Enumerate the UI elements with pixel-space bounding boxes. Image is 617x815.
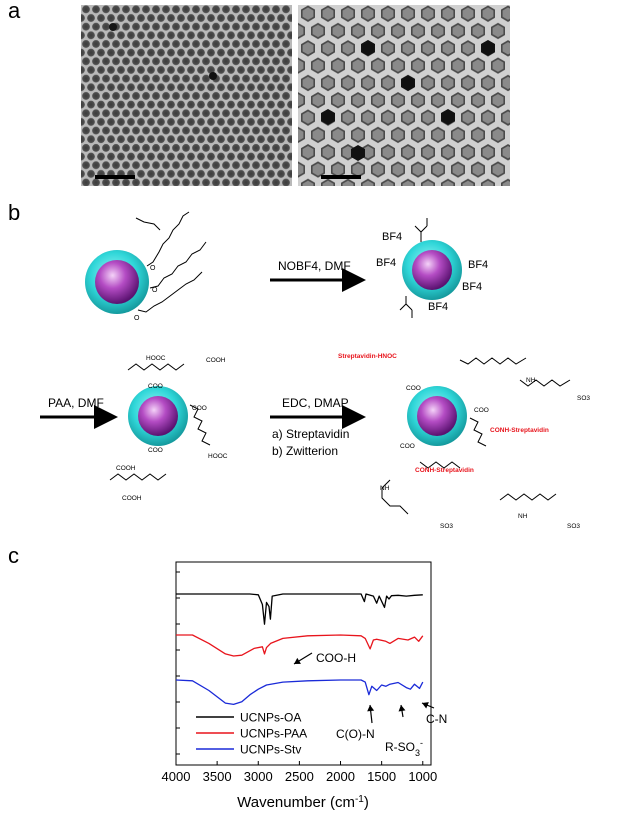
- label-nh-top: NH: [526, 377, 536, 384]
- annotation-label: C-N: [426, 712, 447, 726]
- scale-bar-left: [95, 175, 135, 179]
- tem-image-right: [298, 5, 510, 186]
- arrow2-label: PAA, DMF: [48, 396, 104, 410]
- series-line-2: [176, 634, 424, 657]
- x-tick-label: 1500: [367, 769, 396, 784]
- x-tick-label: 3000: [244, 769, 273, 784]
- panel-label-b: b: [8, 200, 21, 225]
- annotation-arrowhead: [422, 702, 429, 709]
- annotation-label: C(O)-N: [336, 727, 375, 741]
- x-tick-label: 4000: [162, 769, 191, 784]
- label-conh-streptavidin-bottom: CONH-Streptavidin: [415, 467, 474, 474]
- step-b-label: b) Zwitterion: [272, 444, 338, 458]
- carboxylate-o: O: [150, 265, 156, 272]
- label-so3-bottom: SO3: [567, 523, 580, 530]
- functionalized-chains: [381, 357, 571, 515]
- series-line-1: [176, 593, 423, 625]
- reaction-scheme: O O O NOBF4, DMF BF4 BF4 BF4 BF4 BF4 PAA…: [40, 211, 590, 530]
- legend-label: UCNPs-PAA: [240, 727, 307, 741]
- label-conh-streptavidin-right: CONH-Streptavidin: [490, 427, 549, 434]
- label-nh-left: NH: [380, 485, 390, 492]
- scale-bar-right: [321, 175, 361, 179]
- x-tick-label: 1000: [408, 769, 437, 784]
- annotation-label: R-SO3-: [385, 738, 423, 758]
- label-so3-top: SO3: [577, 395, 590, 402]
- legend-label: UCNPs-Stv: [240, 743, 301, 757]
- paa-coo-top: COO: [148, 383, 163, 390]
- arrow3-label: EDC, DMAP: [282, 396, 349, 410]
- bf4-lower-right: BF4: [462, 281, 482, 293]
- stv-coo-top: COO: [406, 385, 421, 392]
- nanoparticle-stv: [407, 386, 467, 446]
- panel-label-c: c: [8, 543, 19, 568]
- oleate-chains: [135, 211, 207, 313]
- x-axis-label: Wavenumber (cm-1): [237, 794, 369, 812]
- panel-label-a: a: [8, 0, 21, 23]
- paa-coo-right: COO: [192, 405, 207, 412]
- legend: UCNPs-OA UCNPs-PAA UCNPs-Stv: [196, 711, 307, 757]
- legend-label: UCNPs-OA: [240, 711, 301, 725]
- annotation-label: COO-H: [316, 651, 356, 665]
- nanoparticle-paa: [128, 386, 188, 446]
- x-tick-label: 2500: [285, 769, 314, 784]
- x-tick-label: 2000: [326, 769, 355, 784]
- paa-coo-bottom: COO: [148, 447, 163, 454]
- paa-cooh-bottom: COOH: [116, 465, 136, 472]
- annotation-arrowhead: [367, 705, 375, 712]
- plot-frame: [175, 561, 432, 766]
- tem-image-left: [81, 5, 292, 186]
- stv-coo-right: COO: [474, 407, 489, 414]
- nanoparticle-oa: [85, 250, 149, 314]
- bf4-top-left: BF4: [382, 231, 402, 243]
- arrow1-label: NOBF4, DMF: [278, 259, 351, 273]
- paa-hooc-right: HOOC: [208, 453, 228, 460]
- bf4-left: BF4: [376, 257, 396, 269]
- peak-annotations: COO-H C(O)-N R-SO3-C-N: [293, 651, 447, 758]
- label-nh-bottom: NH: [518, 513, 528, 520]
- x-tick-label: 3500: [203, 769, 232, 784]
- bf4-right: BF4: [468, 259, 488, 271]
- series-line-3: [175, 679, 424, 706]
- paa-chains: [109, 363, 211, 481]
- paa-cooh-bottom2: COOH: [122, 495, 142, 502]
- bf4-bottom: BF4: [428, 301, 448, 313]
- stv-labels: Streptavidin-HNOC CONH-Streptavidin CONH…: [338, 353, 590, 530]
- step-a-label: a) Streptavidin: [272, 427, 349, 441]
- paa-hooc-top: HOOC: [146, 355, 166, 362]
- x-axis-ticks: 4000 3500 3000 2500 2000 1500 1000: [162, 761, 437, 784]
- nanoparticle-bf4: [402, 240, 462, 300]
- label-streptavidin-hnoc: Streptavidin-HNOC: [338, 353, 397, 360]
- bf4-labels: BF4 BF4 BF4 BF4 BF4: [376, 231, 488, 313]
- carboxylate-o-3: O: [134, 315, 140, 322]
- label-so3-left: SO3: [440, 523, 453, 530]
- y-axis-ticks: [176, 571, 180, 755]
- paa-cooh-top: COOH: [206, 357, 226, 364]
- carboxylate-o-2: O: [152, 287, 158, 294]
- annotation-arrowhead: [294, 657, 301, 664]
- paa-labels: HOOC COOH COO COO COO HOOC COOH COOH: [116, 355, 228, 502]
- spectra: [175, 593, 424, 706]
- annotation-arrowhead: [398, 705, 406, 712]
- dmf-molecules: [399, 218, 428, 318]
- stv-coo-bottom: COO: [400, 443, 415, 450]
